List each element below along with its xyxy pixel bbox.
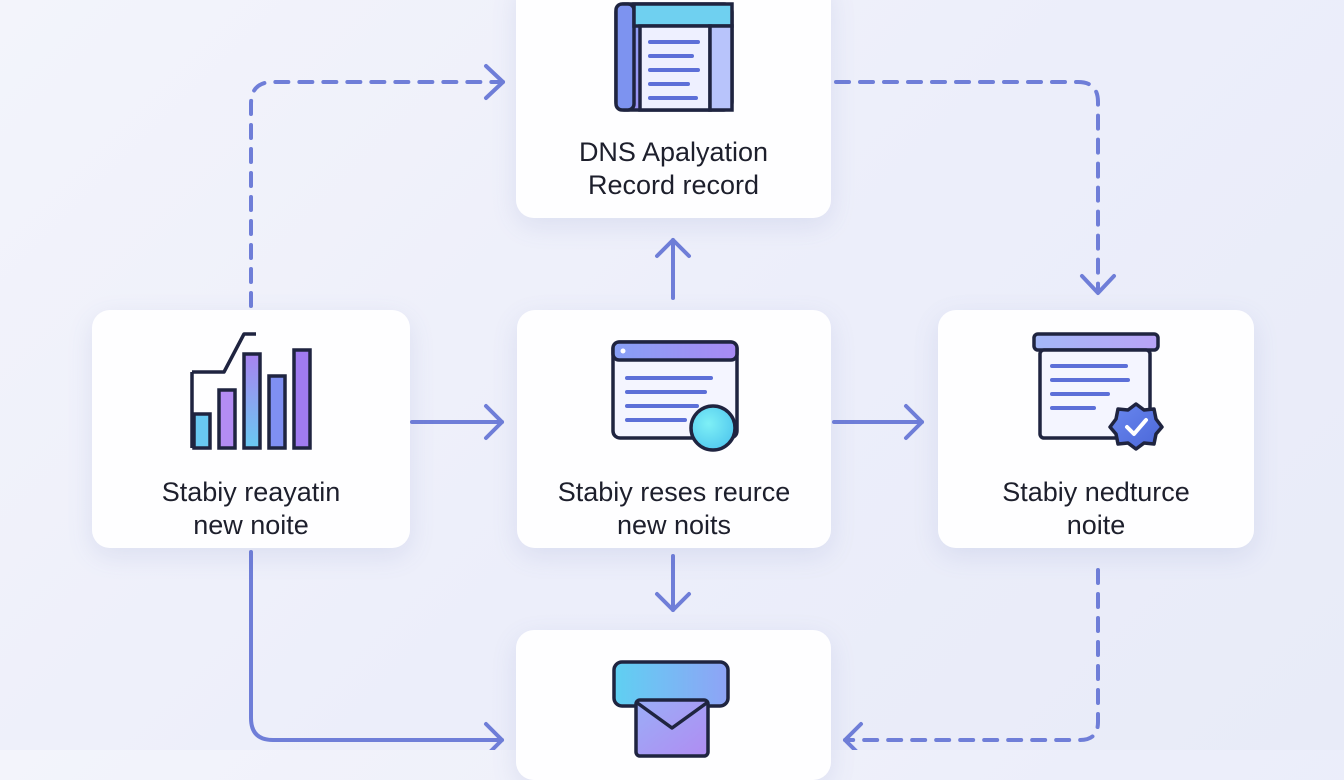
dashed-connector-right-to-bottom: [843, 568, 1100, 742]
browser-window-icon: [611, 340, 739, 452]
reurce-label-line1: Stabiy reses reurce: [557, 477, 791, 507]
arrowhead-into-bottom-right: [843, 722, 863, 750]
mail-card[interactable]: [516, 630, 831, 780]
arrowhead-down-bottom: [655, 592, 691, 612]
reurce-label: Stabiy reses reurce new noits: [517, 476, 831, 542]
dns-record-label: DNS Apalyation Record record: [516, 136, 831, 202]
reurce-card[interactable]: Stabiy reses reurce new noits: [517, 310, 831, 548]
arrowhead-into-dns: [484, 64, 505, 100]
arrowhead-into-right-card: [904, 404, 924, 440]
nedturce-label-line1: Stabiy nedturce: [1002, 477, 1190, 507]
verified-document-icon: [1032, 332, 1164, 451]
bar-chart-icon: [190, 332, 312, 450]
nedturce-label-line2: noite: [1066, 510, 1126, 540]
reayatin-label-line1: Stabiy reayatin: [161, 477, 341, 507]
reayatin-label: Stabiy reayatin new noite: [92, 476, 410, 542]
mail-tray-icon: [612, 660, 730, 758]
arrowhead-up-dns: [655, 238, 691, 258]
dns-record-card[interactable]: DNS Apalyation Record record: [516, 0, 831, 218]
reayatin-label-line2: new noite: [193, 510, 309, 540]
reayatin-card[interactable]: Stabiy reayatin new noite: [92, 310, 410, 548]
nedturce-label: Stabiy nedturce noite: [938, 476, 1254, 542]
arrowhead-into-middle: [484, 404, 504, 440]
nedturce-card[interactable]: Stabiy nedturce noite: [938, 310, 1254, 548]
document-icon: [614, 2, 734, 112]
dns-record-label-line1: DNS Apalyation: [578, 137, 769, 167]
connector-left-to-bottom: [249, 550, 504, 742]
arrowhead-into-right: [1080, 274, 1116, 295]
dashed-connector-dns-to-right: [834, 80, 1100, 292]
dns-record-label-line2: Record record: [587, 170, 760, 200]
arrowhead-into-bottom-left: [484, 722, 504, 750]
dashed-connector-left-to-dns: [249, 80, 505, 308]
reurce-label-line2: new noits: [616, 510, 732, 540]
connector-layer: [249, 64, 1116, 750]
